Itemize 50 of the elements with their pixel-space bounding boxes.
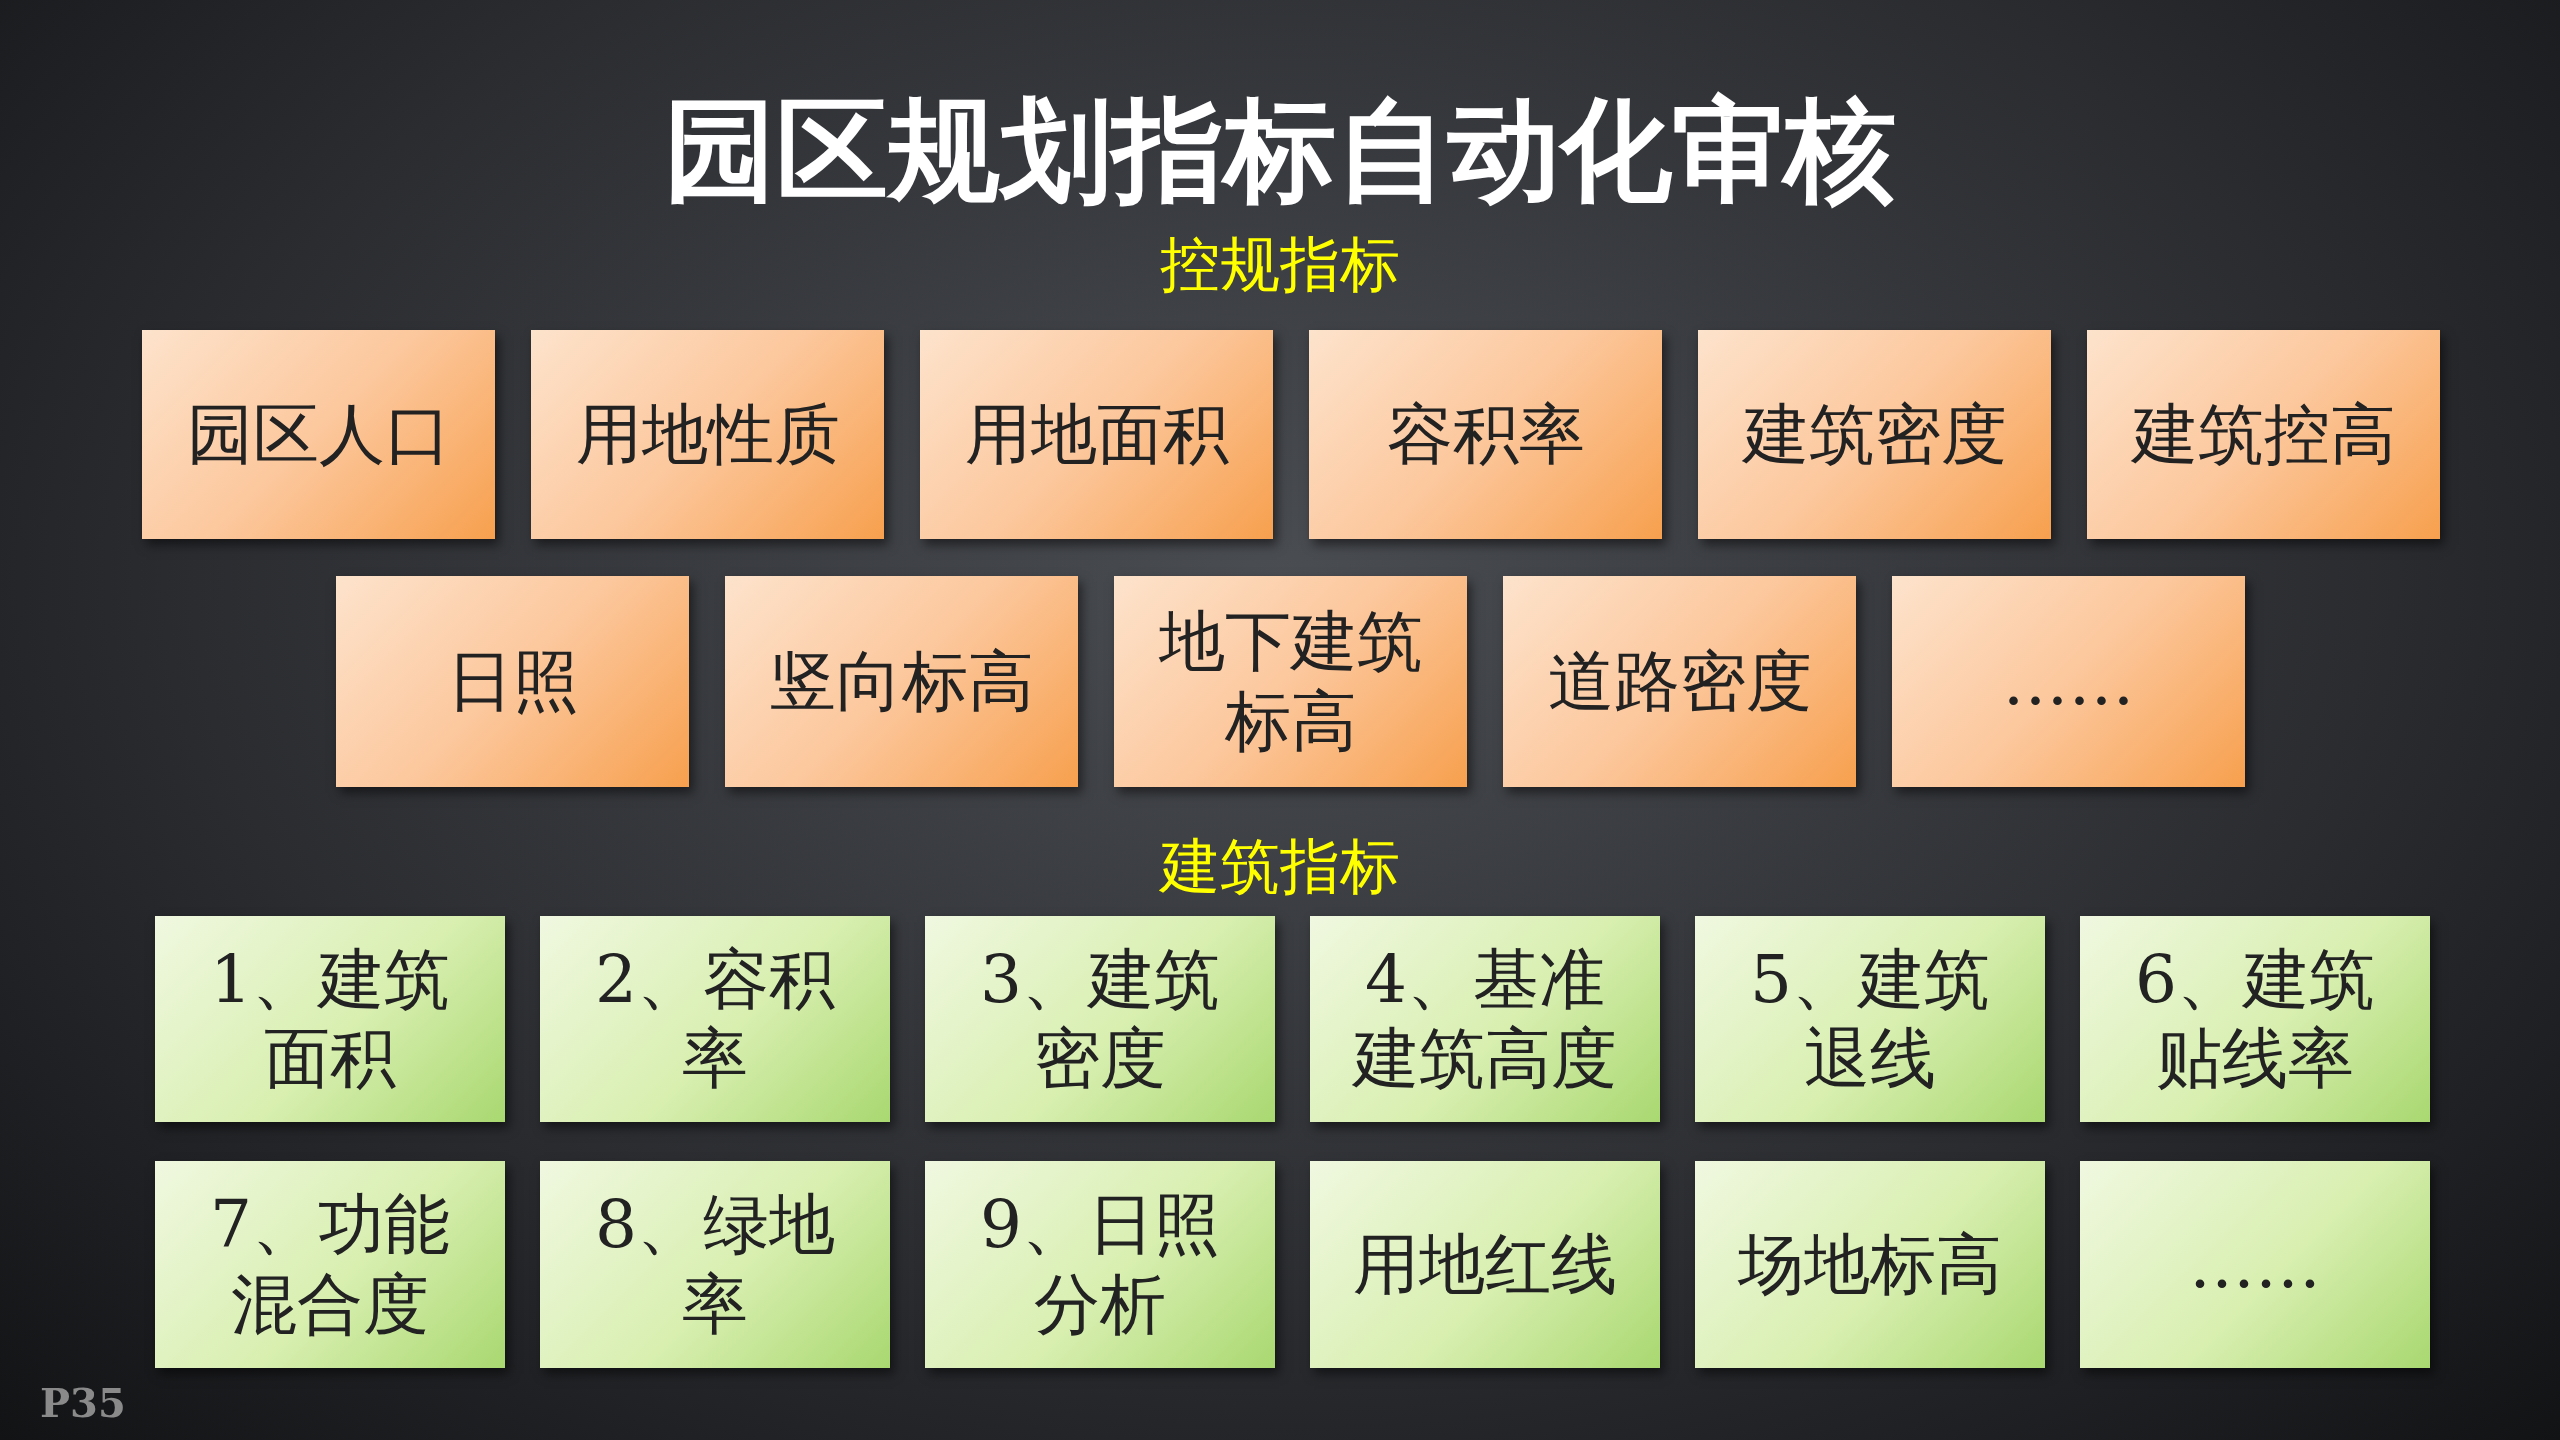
indicator-name: 建筑控高 [2131,394,2396,475]
building-indicator-card [1695,1161,2045,1368]
indicator-name: 园区人口 [186,394,451,475]
indicator-card [2087,330,2440,539]
indicator-name: 1、建筑面积 [209,939,451,1099]
slide-title: 园区规划指标自动化审核 [663,85,1897,215]
indicator-name: …… [2189,1224,2321,1305]
building-indicator-card [925,916,1275,1122]
section-heading: 建筑指标 [1158,830,1401,902]
indicator-name: 日照 [446,641,579,722]
indicator-name: 用地面积 [964,394,1229,475]
indicator-card [1503,576,1856,787]
indicator-name: …… [2002,641,2135,722]
indicator-name: 9、日照分析 [979,1185,1221,1344]
indicator-name: 8、绿地率 [594,1185,836,1344]
indicator-name: 7、功能混合度 [209,1185,451,1344]
indicator-card [1698,330,2051,539]
indicator-name: 建筑密度 [1742,394,2007,475]
building-indicator-card [2080,916,2430,1122]
indicator-name: 2、容积率 [594,939,836,1099]
building-indicator-card [540,1161,890,1368]
indicator-name: 用地红线 [1353,1224,1617,1305]
indicator-card [336,576,689,787]
indicator-name: 道路密度 [1547,641,1812,722]
indicator-card [1309,330,1662,539]
indicator-name: 5、建筑退线 [1749,939,1991,1099]
building-indicator-card [1695,916,2045,1122]
building-indicator-card [1310,916,1660,1122]
indicator-name: 6、建筑贴线率 [2134,939,2376,1099]
page-number: P35 [40,1378,126,1428]
indicator-card [531,330,884,539]
indicator-name: 4、基准建筑高度 [1351,939,1618,1099]
indicator-card [1114,576,1467,787]
indicator-name: 3、建筑密度 [979,939,1221,1099]
section-heading: 控规指标 [1159,228,1401,300]
building-indicator-card [925,1161,1275,1368]
indicator-name: 用地性质 [575,394,840,475]
indicator-card [142,330,495,539]
building-indicator-card [2080,1161,2430,1368]
indicator-name: 容积率 [1386,394,1585,475]
building-indicator-card [1310,1161,1660,1368]
building-indicator-card [540,916,890,1122]
indicator-card [1892,576,2245,787]
building-indicator-card [155,1161,505,1368]
indicator-card [920,330,1273,539]
indicator-card [725,576,1078,787]
building-indicator-card [155,916,505,1122]
indicator-name: 竖向标高 [769,641,1034,722]
indicator-name: 场地标高 [1738,1224,2002,1305]
indicator-name: 地下建筑标高 [1157,602,1424,761]
